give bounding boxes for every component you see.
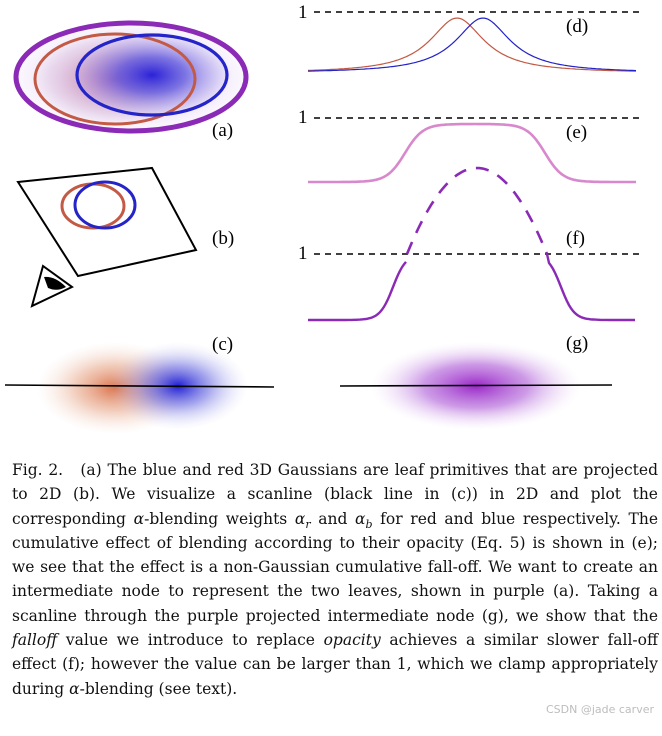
caption-segment: α	[355, 509, 366, 528]
red-gaussian-outline	[33, 32, 197, 126]
caption-segment: for red and blue respectively. The cumul…	[12, 509, 658, 625]
figure-canvas	[4, 11, 640, 434]
caption-paragraph: Fig. 2. (a) The blue and red 3D Gaussian…	[12, 458, 658, 701]
label-g: (g)	[566, 333, 589, 354]
caption-body: (a) The blue and red 3D Gaussians are le…	[12, 461, 658, 698]
caption-segment: α	[133, 509, 145, 528]
scanline-c	[4, 384, 275, 388]
caption-segment: falloff	[12, 631, 58, 650]
caption-segment: α	[294, 509, 306, 528]
caption-segment: -blending (see text).	[79, 679, 238, 698]
figure-caption: Fig. 2. (a) The blue and red 3D Gaussian…	[12, 458, 658, 701]
panel-a-gaussians	[13, 20, 249, 134]
caption-segment: (a) The blue and red 3D Gaussians are le…	[12, 461, 658, 528]
one-label-g: 1	[298, 243, 308, 264]
caption-segment: value we introduce to replace	[57, 631, 324, 650]
caption-segment: α	[69, 679, 80, 698]
label-a: (a)	[212, 120, 234, 141]
panel-b-projection	[16, 166, 198, 308]
label-d: (d)	[566, 16, 589, 37]
projection-plane	[16, 166, 198, 278]
caption-segment: r	[305, 517, 311, 531]
watermark: CSDN @jade carver	[545, 703, 654, 716]
caption-segment: opacity	[323, 631, 381, 650]
purple-gaussian-outline	[13, 20, 249, 134]
curve-f-falloff-clamped	[308, 253, 635, 322]
panel-c-scanline	[4, 342, 275, 434]
eye-icon	[30, 264, 74, 308]
caption-segment: -blending weights	[144, 509, 295, 528]
one-label-e: 1	[298, 107, 308, 128]
blue-gaussian-outline	[75, 33, 229, 117]
label-b: (b)	[212, 228, 235, 249]
one-label-d: 1	[298, 2, 308, 23]
caption-fig-label: Fig. 2.	[12, 461, 64, 479]
label-e: (e)	[566, 122, 588, 143]
figure: (a) (b) (c) (d) (e) (f) (g) 1 1 1	[4, 2, 640, 434]
label-f: (f)	[566, 228, 585, 249]
label-c: (c)	[212, 334, 234, 355]
caption-segment: achieves a similar slower fall-off effec…	[12, 631, 658, 698]
curve-d-red	[308, 17, 636, 72]
caption-segment: b	[365, 517, 373, 531]
panel-g-scanline	[339, 342, 613, 430]
projected-blue-ellipse	[73, 180, 137, 230]
caption-segment: and	[310, 509, 356, 528]
curve-e-cumulative	[308, 122, 636, 184]
scanline-g	[339, 384, 613, 387]
curve-d-blue	[308, 17, 637, 72]
curve-f-falloff-above-one	[405, 166, 549, 255]
